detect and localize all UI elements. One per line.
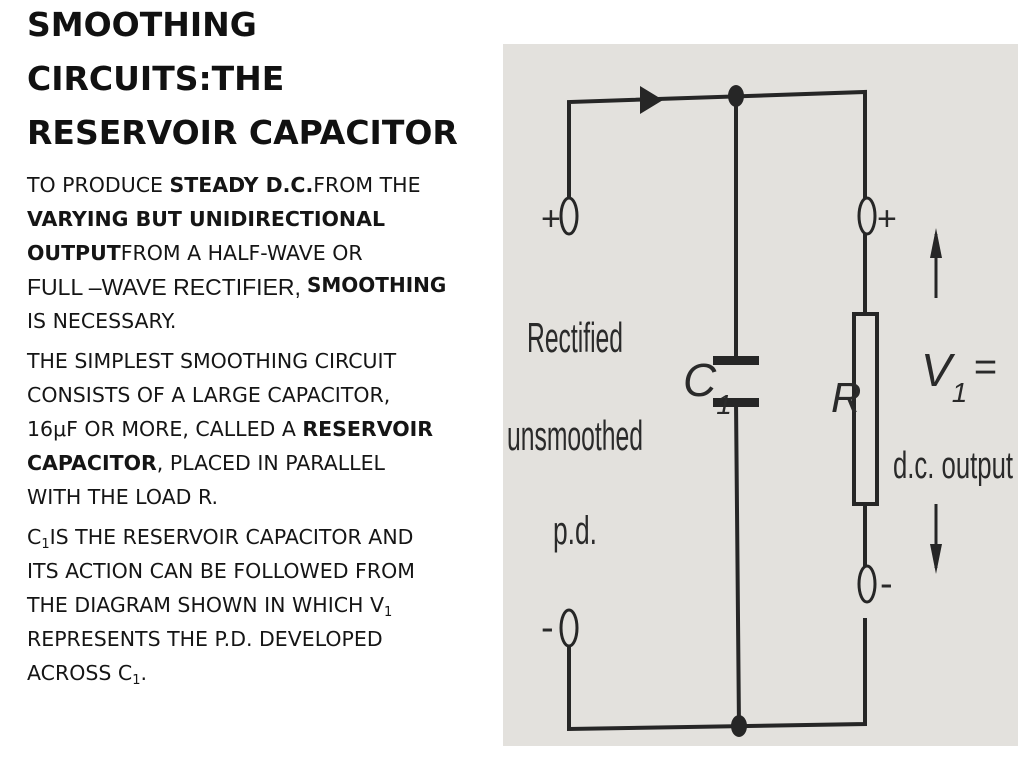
para1-text: FROM A HALF-WAVE OR (120, 241, 363, 265)
para1-line-1: TO PRODUCE STEADY D.C.FROM THE (27, 168, 477, 202)
para2-text: 16μF OR MORE, CALLED A (27, 417, 303, 441)
para2-line-5: WITH THE LOAD R. (27, 480, 477, 514)
circuit-diagram-svg: + - + - Rectified unsmoothed p.d. C1 R V… (503, 44, 1018, 746)
title-line-3: RESERVOIR CAPACITOR (27, 113, 458, 152)
para3-subscript: 1 (132, 673, 141, 688)
junction-dot-bottom (731, 715, 747, 737)
resistor-symbol (852, 312, 879, 506)
para2-bold-reservoir: RESERVOIR (302, 417, 434, 441)
label-plus-left: + (541, 200, 561, 238)
para3-subscript: 1 (41, 537, 50, 552)
para1-line-2: VARYING BUT UNIDIRECTIONAL (27, 202, 477, 236)
label-minus-right: - (880, 563, 893, 605)
para1-bold-output: OUTPUT (27, 241, 121, 265)
para2-bold-capacitor: CAPACITOR (27, 451, 157, 475)
para1-line-4: FULL –WAVE RECTIFIER,SMOOTHING (27, 270, 477, 304)
label-minus-left: - (541, 607, 554, 649)
label-rectified: Rectified (527, 314, 623, 361)
para3-text: THE DIAGRAM SHOWN IN WHICH V (27, 593, 385, 617)
para3-text: C (27, 525, 42, 549)
label-c1: C1 (683, 354, 732, 420)
para3-subscript: 1 (384, 605, 393, 620)
label-r: R (831, 374, 861, 421)
top-wire (567, 89, 867, 200)
para1-bold-varying: VARYING BUT UNIDIRECTIONAL (27, 207, 386, 231)
bottom-wire (567, 618, 867, 732)
label-v1: V1= (921, 344, 997, 408)
circuit-diagram: + - + - Rectified unsmoothed p.d. C1 R V… (503, 44, 1018, 746)
para2-text: WITH THE LOAD R. (27, 485, 218, 509)
para1-line-5: IS NECESSARY. (27, 304, 477, 338)
voltage-arrow-down-icon (930, 544, 942, 574)
body-text: TO PRODUCE STEADY D.C.FROM THE VARYING B… (27, 168, 477, 690)
para3-text: ITS ACTION CAN BE FOLLOWED FROM (27, 559, 415, 583)
para2-line-3: 16μF OR MORE, CALLED A RESERVOIR (27, 412, 477, 446)
para2-text: , PLACED IN PARALLEL (156, 451, 385, 475)
para1-overlap-smoothing: SMOOTHING (307, 273, 447, 297)
para1-text: IS NECESSARY. (27, 309, 177, 333)
para1-text: FROM THE (313, 173, 421, 197)
para2-line-1: THE SIMPLEST SMOOTHING CIRCUIT (27, 344, 477, 378)
para3-line-5: ACROSS C1. (27, 656, 477, 690)
diagram-background (503, 44, 1018, 746)
capacitor-plate-top (713, 356, 759, 365)
para3-text: ACROSS C (27, 661, 133, 685)
para3-text: . (140, 661, 148, 685)
voltage-arrow-up-icon (930, 228, 942, 258)
para1-text: TO PRODUCE (27, 173, 170, 197)
para2-text: THE SIMPLEST SMOOTHING CIRCUIT (27, 349, 397, 373)
para3-text: IS THE RESERVOIR CAPACITOR AND (49, 525, 414, 549)
junction-dot-top (728, 85, 744, 107)
label-dc-output: d.c. output (893, 445, 1013, 487)
para2-line-2: CONSISTS OF A LARGE CAPACITOR, (27, 378, 477, 412)
terminal-right-minus (857, 564, 877, 604)
para3-line-3: THE DIAGRAM SHOWN IN WHICH V1 (27, 588, 477, 622)
para2-text: CONSISTS OF A LARGE CAPACITOR, (27, 383, 391, 407)
para1-line-3: OUTPUTFROM A HALF-WAVE OR (27, 236, 477, 270)
capacitor-wire-bottom (733, 398, 742, 730)
current-arrow-icon (640, 86, 663, 114)
para3-line-1: C1IS THE RESERVOIR CAPACITOR AND (27, 520, 477, 554)
slide-title: SMOOTHING CIRCUITS:THE RESERVOIR CAPACIT… (27, 0, 487, 160)
terminal-right-plus (857, 196, 877, 236)
para1-full-wave-text: FULL –WAVE RECTIFIER, (27, 274, 301, 300)
label-plus-right: + (877, 200, 897, 238)
para3-line-4: REPRESENTS THE P.D. DEVELOPED (27, 622, 477, 656)
label-pd: p.d. (553, 509, 597, 553)
capacitor-plate-bottom (713, 398, 759, 407)
para2-line-4: CAPACITOR, PLACED IN PARALLEL (27, 446, 477, 480)
para3-line-2: ITS ACTION CAN BE FOLLOWED FROM (27, 554, 477, 588)
para1-bold-steady-dc: STEADY D.C. (169, 173, 314, 197)
terminal-left-plus (559, 196, 579, 236)
title-line-1: SMOOTHING (27, 5, 257, 44)
terminal-left-minus (559, 608, 579, 648)
para3-text: REPRESENTS THE P.D. DEVELOPED (27, 627, 383, 651)
title-line-2: CIRCUITS:THE (27, 59, 285, 98)
label-unsmoothed: unsmoothed (507, 412, 643, 459)
